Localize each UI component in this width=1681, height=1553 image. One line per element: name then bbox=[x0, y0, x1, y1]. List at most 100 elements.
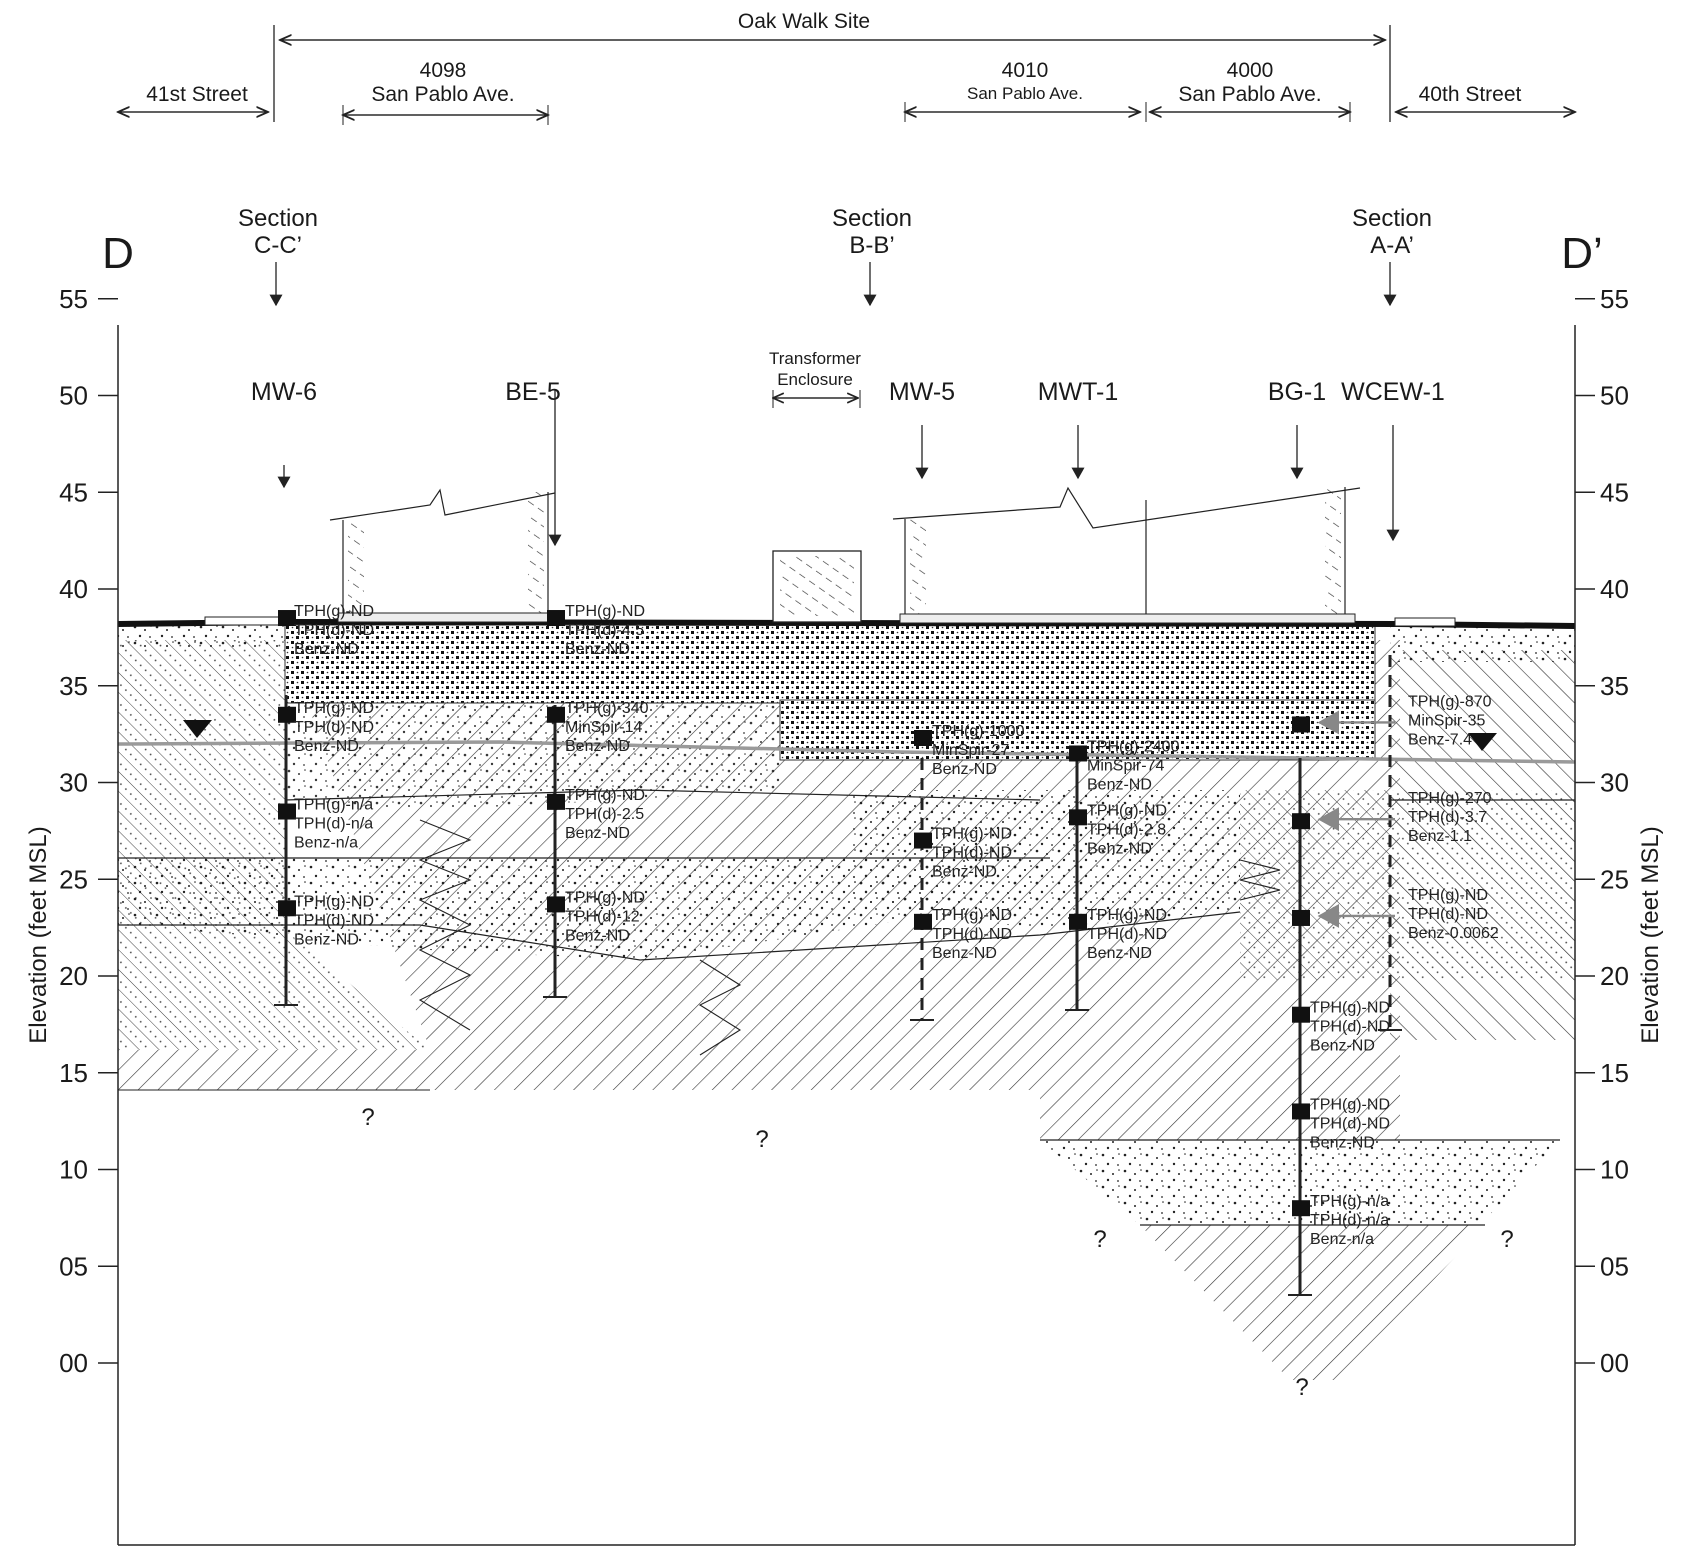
sample-point bbox=[1292, 1006, 1310, 1023]
section-markers: D D’ Section C-C’ Section B-B’ Section A… bbox=[102, 205, 1603, 307]
sample-result: TPH(g)-ND bbox=[1408, 887, 1488, 904]
tick-label-left: 15 bbox=[59, 1058, 88, 1088]
water-table-symbol-right bbox=[1468, 733, 1497, 751]
sample-result: TPH(g)-870 bbox=[1408, 693, 1492, 710]
sample-result: Benz-ND bbox=[1310, 1038, 1375, 1055]
sample-point bbox=[547, 793, 565, 810]
sample-result: TPH(g)-ND bbox=[1087, 802, 1167, 819]
street-4098-number: 4098 bbox=[420, 59, 467, 82]
sample-result: TPH(d)-n/a bbox=[1310, 1212, 1389, 1229]
unknown-marker: ? bbox=[361, 1104, 374, 1131]
water-table-symbol-left bbox=[183, 720, 212, 738]
sample-result: TPH(g)-ND bbox=[1310, 1000, 1390, 1017]
sample-result: TPH(d)-n/a bbox=[294, 816, 373, 833]
section-bb-title: Section bbox=[832, 205, 912, 232]
sample-result: TPH(d)-ND bbox=[294, 719, 374, 736]
sample-result: Benz-ND bbox=[1087, 840, 1152, 857]
transformer-label-line1: Transformer bbox=[769, 349, 861, 368]
sample-result: Benz-ND bbox=[565, 641, 630, 658]
sample-result: TPH(g)-ND bbox=[1310, 1096, 1390, 1113]
well-label: BE-5 bbox=[505, 378, 561, 406]
sample-result: TPH(d)-ND bbox=[932, 845, 1012, 862]
sample-result: TPH(g)-2400 bbox=[1087, 738, 1180, 755]
sample-result: Benz-ND bbox=[932, 761, 997, 778]
tick-label-left: 10 bbox=[59, 1155, 88, 1185]
sample-point bbox=[1069, 745, 1087, 762]
ground-surface bbox=[117, 486, 1576, 629]
sample-result: TPH(d)-ND bbox=[1310, 1115, 1390, 1132]
tick-label-left: 30 bbox=[59, 768, 88, 798]
sample-result: TPH(d)-2.8 bbox=[1087, 821, 1166, 838]
frame bbox=[117, 325, 1576, 1546]
sample-result: TPH(d)-ND bbox=[294, 622, 374, 639]
wells: MW-6TPH(g)-NDTPH(d)-NDBenz-NDTPH(g)-NDTP… bbox=[251, 378, 1499, 1296]
transformer-label-line2: Enclosure bbox=[777, 370, 853, 389]
sample-result: TPH(d)-4.5 bbox=[565, 622, 644, 639]
street-4000-name: San Pablo Ave. bbox=[1178, 83, 1321, 106]
section-cc-id: C-C’ bbox=[254, 232, 302, 259]
sample-result: TPH(g)-ND bbox=[932, 907, 1012, 924]
well-label: BG-1 bbox=[1268, 378, 1326, 406]
well-label: MWT-1 bbox=[1038, 378, 1119, 406]
transformer-label: Transformer Enclosure bbox=[769, 349, 861, 408]
sample-result: MinSpir-35 bbox=[1408, 712, 1485, 729]
tick-label-right: 10 bbox=[1600, 1155, 1629, 1185]
sample-point bbox=[914, 832, 932, 849]
tick-label-right: 30 bbox=[1600, 768, 1629, 798]
sample-result: TPH(d)-ND bbox=[294, 912, 374, 929]
tick-label-right: 55 bbox=[1600, 284, 1629, 314]
tick-label-left: 35 bbox=[59, 671, 88, 701]
sample-result: TPH(d)-ND bbox=[1408, 906, 1488, 923]
sample-result: Benz-ND bbox=[1087, 945, 1152, 962]
sample-result: MinSpir-74 bbox=[1087, 757, 1164, 774]
tick-label-right: 35 bbox=[1600, 671, 1629, 701]
section-cc-title: Section bbox=[238, 205, 318, 232]
axis-label-right: Elevation (feet MSL) bbox=[1637, 826, 1664, 1043]
section-aa-id: A-A’ bbox=[1370, 232, 1414, 259]
section-aa-title: Section bbox=[1352, 205, 1432, 232]
unknown-marker: ? bbox=[755, 1126, 768, 1153]
sample-point bbox=[1069, 913, 1087, 930]
unknown-marker: ? bbox=[1093, 1226, 1106, 1253]
sample-point bbox=[914, 913, 932, 930]
site-header: Oak Walk Site 41st Street 4098 San Pablo… bbox=[118, 10, 1575, 125]
sample-point bbox=[1292, 1200, 1310, 1217]
tick-label-left: 50 bbox=[59, 381, 88, 411]
street-4098-name: San Pablo Ave. bbox=[371, 83, 514, 106]
tick-label-left: 45 bbox=[59, 477, 88, 507]
tick-label-right: 45 bbox=[1600, 477, 1629, 507]
sample-result: TPH(g)-ND bbox=[932, 826, 1012, 843]
tick-label-right: 20 bbox=[1600, 961, 1629, 991]
sample-result: MinSpir-14 bbox=[565, 719, 642, 736]
unknown-markers: ? ? ? ? ? bbox=[361, 1104, 1513, 1401]
sample-result: TPH(g)-ND bbox=[294, 603, 374, 620]
street-4010-name: San Pablo Ave. bbox=[967, 84, 1083, 103]
street-41st: 41st Street bbox=[146, 83, 248, 106]
sample-result: Benz-ND bbox=[932, 945, 997, 962]
tick-label-left: 20 bbox=[59, 961, 88, 991]
sample-result: Benz-n/a bbox=[1310, 1231, 1374, 1248]
sample-point bbox=[278, 706, 296, 723]
sample-point bbox=[547, 706, 565, 723]
sample-result: Benz-ND bbox=[565, 927, 630, 944]
well-be-5: BE-5TPH(g)-NDTPH(d)-4.5Benz-NDTPH(g)-340… bbox=[505, 378, 649, 998]
sample-point bbox=[278, 610, 296, 627]
section-end-right: D’ bbox=[1561, 229, 1603, 278]
sample-result: TPH(d)-3.7 bbox=[1408, 809, 1487, 826]
sample-result: Benz-ND bbox=[294, 931, 359, 948]
sample-result: TPH(d)-2.5 bbox=[565, 806, 644, 823]
sample-result: Benz-ND bbox=[932, 864, 997, 881]
well-mw-6: MW-6TPH(g)-NDTPH(d)-NDBenz-NDTPH(g)-NDTP… bbox=[251, 378, 374, 1006]
transformer-enclosure bbox=[772, 550, 862, 623]
sample-result: TPH(g)-340 bbox=[565, 700, 649, 717]
sample-result: Benz-ND bbox=[1087, 776, 1152, 793]
sample-point bbox=[278, 900, 296, 917]
sample-result: TPH(g)-n/a bbox=[294, 797, 373, 814]
unknown-marker: ? bbox=[1295, 1374, 1308, 1401]
sample-result: TPH(d)-ND bbox=[1087, 926, 1167, 943]
tick-label-left: 05 bbox=[59, 1251, 88, 1281]
sample-result: TPH(d)-ND bbox=[932, 926, 1012, 943]
